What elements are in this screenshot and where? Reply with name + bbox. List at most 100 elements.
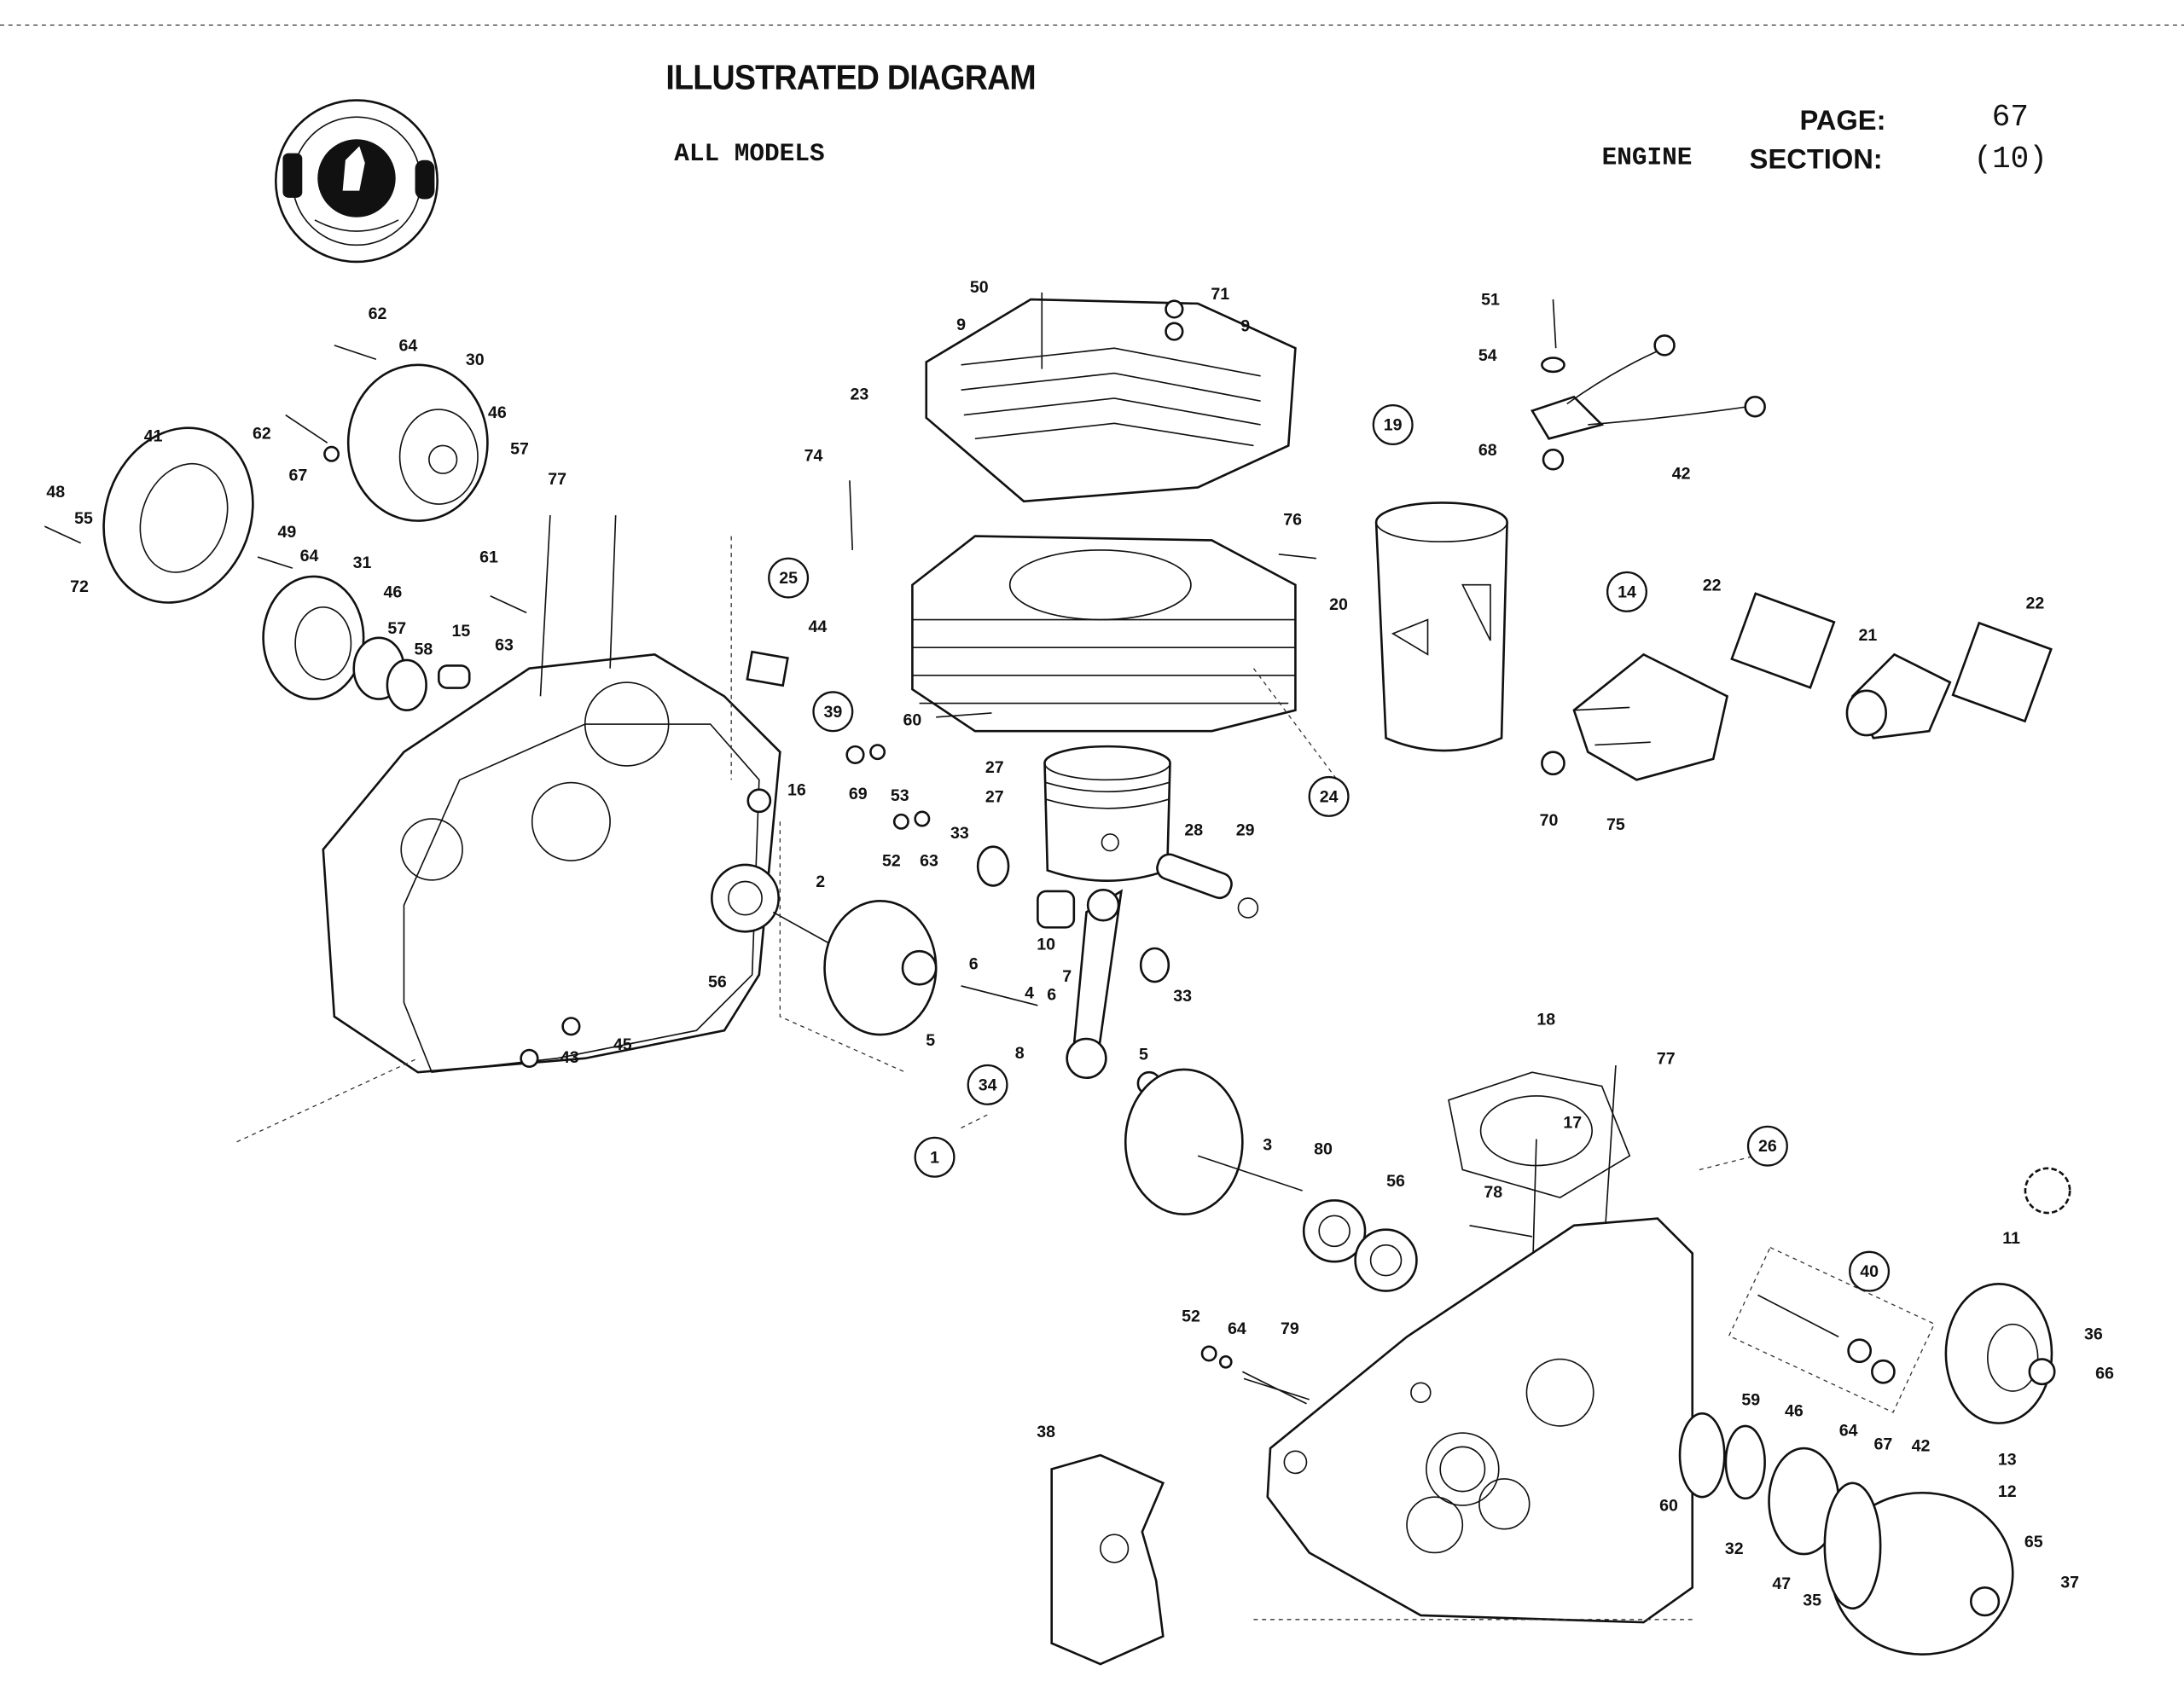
part-callout: 57 [387, 619, 406, 638]
part-callout: 46 [384, 583, 403, 601]
part-callout: 76 [1283, 511, 1302, 530]
part-callout: 36 [2084, 1325, 2103, 1344]
assembly-callout: 39 [812, 691, 854, 733]
part-callout: 70 [1540, 811, 1559, 830]
part-callout: 74 [804, 446, 823, 465]
part-callout: 52 [1182, 1307, 1200, 1325]
assembly-circle [1746, 1125, 1788, 1167]
assembly-callout: 26 [1746, 1125, 1788, 1167]
part-callout: 64 [300, 547, 319, 565]
part-callout: 60 [903, 711, 922, 730]
part-callout: 64 [398, 336, 417, 355]
assembly-callout: 1 [914, 1136, 956, 1178]
part-callout: 2 [816, 873, 825, 891]
part-callout: 31 [353, 554, 372, 572]
part-callout: 79 [1281, 1319, 1299, 1338]
part-callout: 56 [708, 973, 727, 992]
part-callout: 55 [74, 509, 93, 528]
assembly-circle [768, 557, 810, 599]
part-callout: 69 [849, 785, 868, 803]
part-callout: 33 [950, 824, 969, 843]
part-callout: 17 [1563, 1113, 1582, 1132]
part-callout: 4 [1025, 984, 1034, 1003]
left-crankcase [322, 515, 789, 1074]
part-callout: 63 [495, 635, 514, 654]
right-crankcase [1243, 1217, 1694, 1624]
part-callout: 8 [1015, 1044, 1025, 1063]
part-callout: 27 [985, 758, 1004, 777]
assembly-callout: 34 [967, 1064, 1008, 1105]
clutch-parts [1678, 1167, 2071, 1656]
part-callout: 9 [1240, 317, 1250, 336]
part-callout: 38 [1037, 1423, 1055, 1441]
assembly-circle [1308, 775, 1350, 817]
group-label: ENGINE [1601, 144, 1693, 173]
part-callout: 66 [2095, 1364, 2114, 1383]
models-label: ALL MODELS [674, 140, 825, 169]
page-title: ILLUSTRATED DIAGRAM [665, 58, 1036, 98]
part-callout: 46 [488, 403, 507, 422]
part-callout: 27 [985, 787, 1004, 806]
part-callout: 77 [548, 470, 566, 489]
part-callout: 9 [956, 316, 966, 334]
part-callout: 16 [787, 780, 806, 799]
housing-31 [262, 575, 471, 711]
intake-parts [1541, 592, 2053, 781]
part-callout: 7 [1062, 967, 1072, 986]
part-callout: 62 [253, 424, 271, 443]
part-callout: 72 [70, 577, 89, 596]
part-callout: 54 [1478, 346, 1497, 365]
part-callout: 11 [2002, 1229, 2020, 1248]
part-callout: 51 [1481, 291, 1500, 310]
assembly-callout: 25 [768, 557, 810, 599]
part-callout: 59 [1741, 1390, 1760, 1409]
assembly-number: 1 [930, 1148, 939, 1167]
part-callout: 53 [891, 786, 909, 805]
assembly-circle [1606, 571, 1647, 612]
part-callout: 33 [1173, 987, 1192, 1006]
assembly-number: 26 [1758, 1137, 1777, 1156]
part-callout: 42 [1912, 1436, 1931, 1455]
assembly-number: 19 [1384, 416, 1403, 435]
cylinder-barrel [849, 480, 1316, 733]
assembly-number: 39 [823, 703, 842, 722]
part-callout: 67 [289, 466, 308, 484]
part-callout: 61 [479, 548, 498, 567]
fasteners [44, 345, 1307, 1405]
assembly-circle [1849, 1250, 1891, 1292]
cylinder-head [925, 292, 1297, 503]
assembly-number: 40 [1860, 1262, 1879, 1281]
cylinder-liner [1374, 502, 1508, 752]
part-callout: 64 [1839, 1421, 1858, 1440]
assembly-number: 14 [1618, 583, 1636, 601]
part-callout: 28 [1184, 821, 1203, 840]
engine-bracket [1050, 1453, 1165, 1666]
part-callout: 15 [452, 622, 471, 641]
part-callout: 18 [1536, 1011, 1555, 1029]
assembly-callout: 40 [1849, 1250, 1891, 1292]
page-number: 67 [1991, 100, 2029, 136]
assembly-circle [1372, 403, 1414, 445]
part-callout: 50 [970, 278, 989, 297]
part-callout: 47 [1772, 1574, 1791, 1593]
page-label: PAGE: [1799, 106, 1886, 137]
part-callout: 45 [613, 1035, 632, 1054]
part-callout: 78 [1484, 1183, 1502, 1202]
assembly-callout: 14 [1606, 571, 1647, 612]
part-callout: 42 [1672, 465, 1691, 484]
section-label: SECTION: [1749, 144, 1883, 176]
part-callout: 63 [920, 852, 938, 871]
leader-lines [236, 536, 1756, 1171]
part-callout: 75 [1606, 815, 1625, 834]
assembly-number: 25 [779, 569, 798, 588]
part-callout: 3 [1263, 1136, 1272, 1155]
part-callout: 57 [510, 439, 529, 458]
side-cover-41 [102, 426, 254, 604]
part-callout: 60 [1659, 1496, 1678, 1515]
part-callout: 5 [926, 1031, 935, 1050]
section-number: (10) [1973, 142, 2048, 177]
part-callout: 35 [1803, 1592, 1821, 1610]
part-callout: 46 [1785, 1401, 1804, 1420]
